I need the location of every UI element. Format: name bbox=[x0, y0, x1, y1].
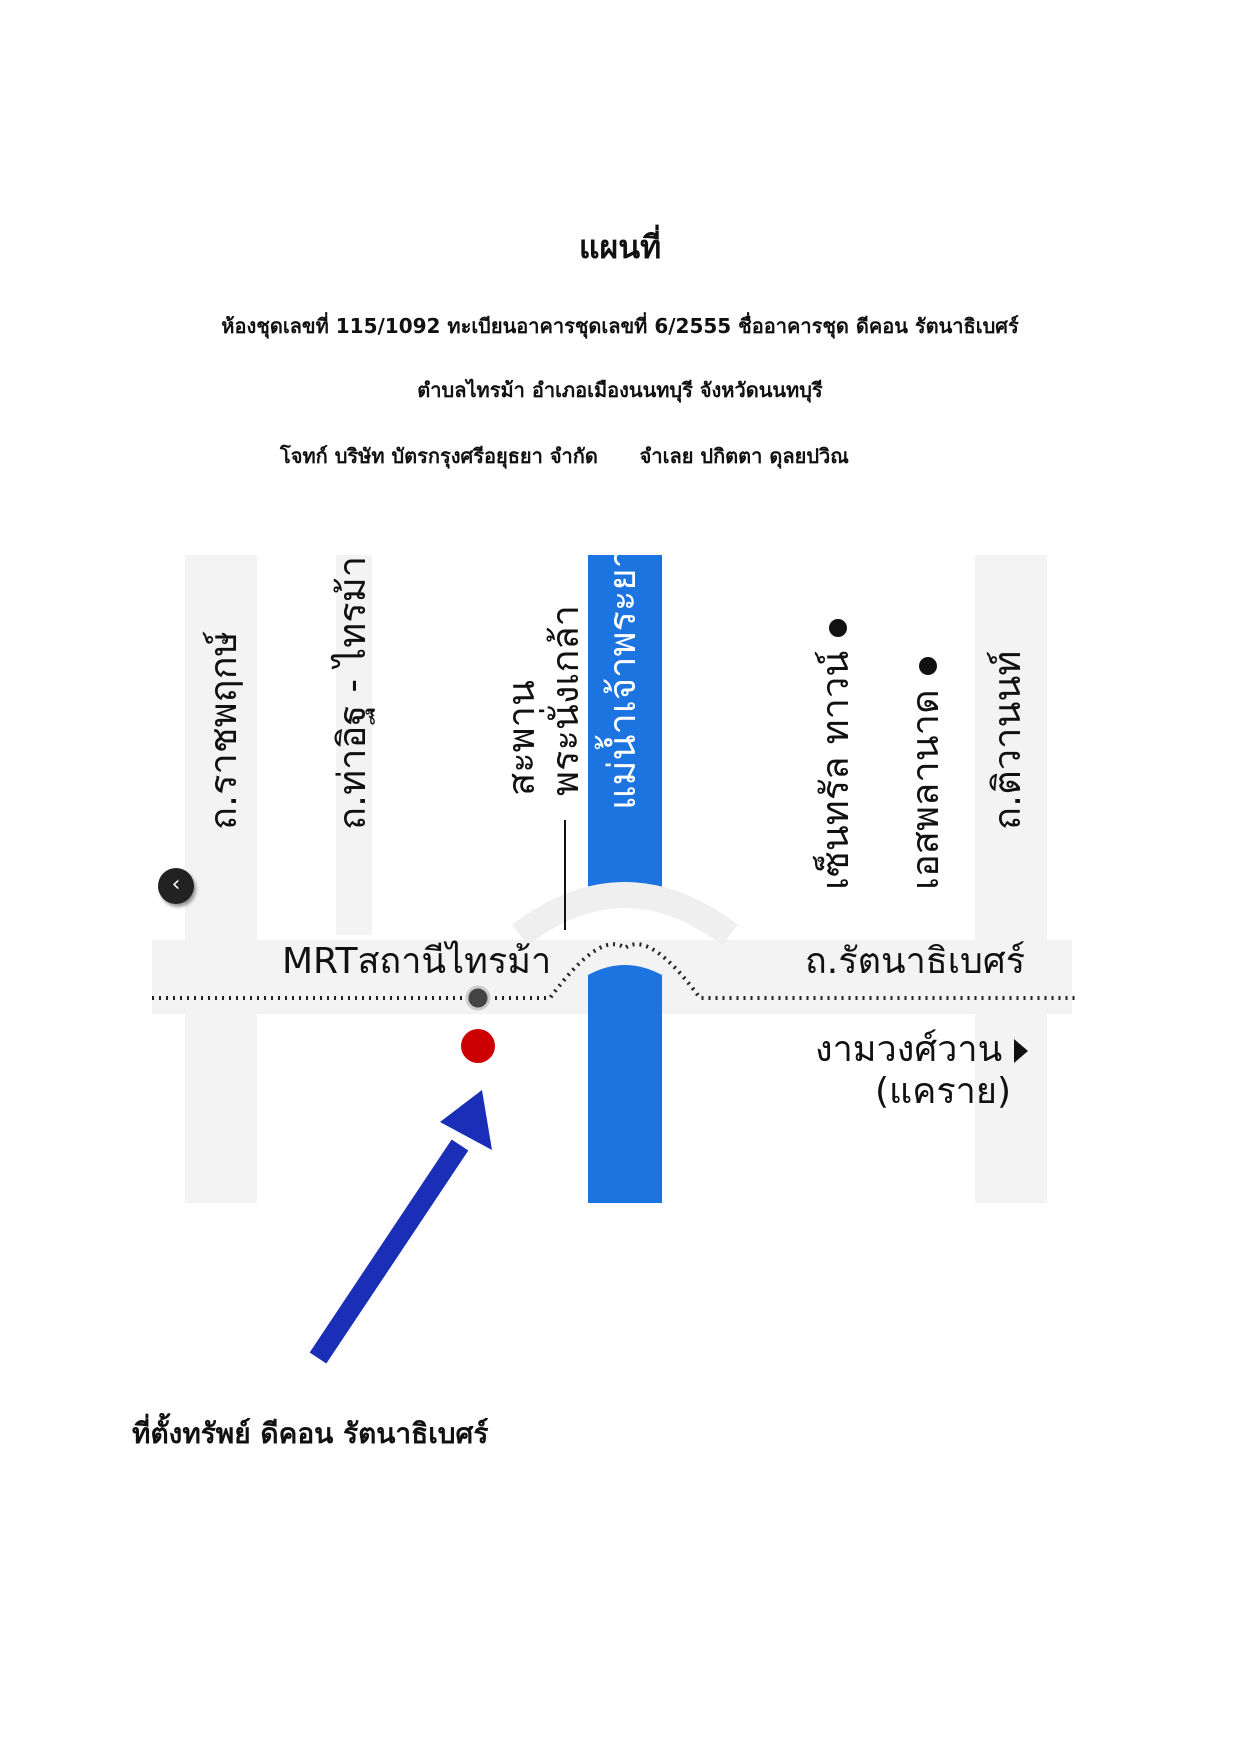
road-ratchaphruek bbox=[185, 555, 257, 1203]
arrow-head bbox=[440, 1090, 492, 1150]
unit-info: ห้องชุดเลขที่ 115/1092 ทะเบียนอาคารชุดเล… bbox=[221, 314, 1019, 338]
location-info: ตำบลไทรม้า อำเภอเมืองนนทบุรี จังหวัดนนทบ… bbox=[417, 378, 823, 402]
property-pin bbox=[461, 1029, 495, 1063]
road-tiwanon bbox=[975, 555, 1047, 1203]
landmark-central: เซ็นทรัล ทาวน์ bbox=[813, 618, 857, 890]
road-tha-it bbox=[336, 555, 372, 935]
label-river: แม่น้ำเจ้าพระยา bbox=[600, 547, 644, 810]
play-arrow-icon bbox=[1014, 1039, 1029, 1063]
label-bridge-1: สะพาน bbox=[499, 680, 543, 796]
property-caption: ที่ตั้งทรัพย์ ดีคอน รัตนาธิเบศร์ bbox=[132, 1417, 489, 1450]
label-station: MRTสถานีไทรม้า bbox=[282, 941, 552, 982]
landmark-esplanade: เอสพลานาด bbox=[903, 657, 947, 890]
label-bridge-2: พระนั่งเกล้า bbox=[543, 604, 587, 796]
label-road-tiwanon: ถ.ติวานนท์ bbox=[985, 650, 1029, 830]
river-south bbox=[588, 965, 662, 1203]
page-title: แผนที่ bbox=[578, 228, 662, 266]
parties-info: โจทก์ บริษัท บัตรกรุงศรีอยุธยา จำกัด จำเ… bbox=[280, 440, 849, 472]
river-north bbox=[588, 555, 662, 893]
back-button[interactable]: ‹ bbox=[158, 868, 194, 904]
defendant: จำเลย ปกิตตา ดุลยปวิณ bbox=[639, 444, 849, 468]
station-marker bbox=[465, 985, 491, 1011]
label-road-rattanathibet: ถ.รัตนาธิเบศร์ bbox=[805, 941, 1026, 982]
direction-khae-rai: (แคราย) bbox=[875, 1071, 1012, 1112]
chevron-left-icon: ‹ bbox=[171, 872, 181, 897]
plaintiff: โจทก์ บริษัท บัตรกรุงศรีอยุธยา จำกัด bbox=[280, 444, 598, 468]
direction-ngamwongwan: งามวงศ์วาน bbox=[815, 1030, 1029, 1070]
landmark-dot-icon bbox=[918, 657, 937, 676]
landmark-dot-icon bbox=[828, 618, 847, 637]
bridge-shadow bbox=[512, 882, 738, 946]
label-road-ratchaphruek: ถ.ราชพฤกษ์ bbox=[201, 631, 245, 830]
label-road-tha-it: ถ.ท่าอิฐ - ไทรม้า bbox=[330, 555, 374, 830]
arrow-shaft bbox=[309, 1139, 469, 1364]
